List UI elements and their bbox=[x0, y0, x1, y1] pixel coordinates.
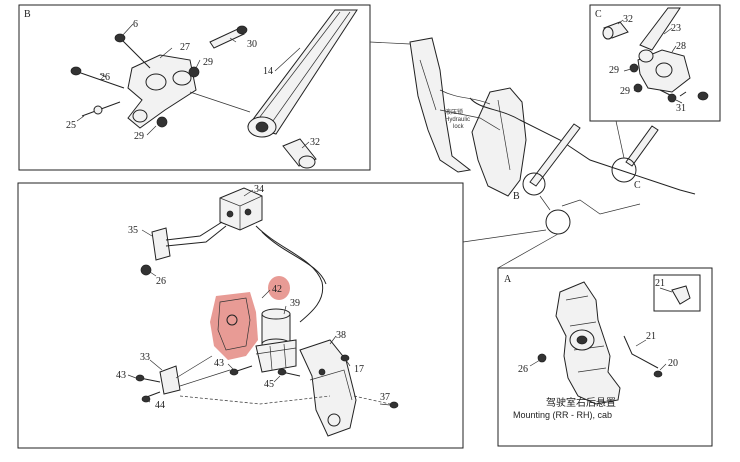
panel-b-label: B bbox=[24, 9, 31, 20]
hydraulic-lock-en2: lock bbox=[453, 124, 465, 130]
leader-to-panel-b bbox=[369, 41, 411, 45]
main-detail-panel bbox=[17, 182, 464, 449]
callout-a-20: 20 bbox=[668, 358, 678, 369]
callout-43: 43 bbox=[116, 370, 126, 381]
callout-b-26: 26 bbox=[100, 72, 110, 83]
callout-a-21: 21 bbox=[646, 331, 656, 342]
caption-en: Mounting (RR - RH), cab bbox=[513, 410, 612, 420]
callout-c-28: 28 bbox=[676, 41, 686, 52]
callout-b-25: 25 bbox=[66, 120, 76, 131]
callout-35: 35 bbox=[128, 225, 138, 236]
callout-43b: 43 bbox=[214, 358, 224, 369]
callout-26: 26 bbox=[156, 276, 166, 287]
callout-b-6: 6 bbox=[133, 19, 138, 30]
overview-assembly: B C 液压锁 Hydraulic lock bbox=[409, 37, 696, 235]
callout-c-29: 29 bbox=[609, 65, 619, 76]
highlight-component bbox=[210, 292, 258, 360]
callout-c-32: 32 bbox=[623, 14, 633, 25]
caption-cn: 驾驶室右后悬置 bbox=[546, 396, 616, 409]
overview-marker-c: C bbox=[634, 180, 641, 191]
leader-to-panel-c bbox=[615, 120, 625, 159]
hydraulic-lock-en1: Hydraulic bbox=[445, 117, 470, 123]
detail-panel-b: B bbox=[18, 4, 371, 171]
leader-to-panel-a bbox=[497, 233, 559, 269]
callout-b-29b: 29 bbox=[134, 131, 144, 142]
detail-panel-c: C bbox=[589, 4, 721, 122]
callout-34: 34 bbox=[254, 184, 264, 195]
overview-marker-b: B bbox=[513, 191, 520, 202]
callout-37: 37 bbox=[380, 392, 390, 403]
panel-a-label: A bbox=[504, 274, 512, 285]
callout-44: 44 bbox=[155, 400, 165, 411]
callout-a-26: 26 bbox=[518, 364, 528, 375]
callout-b-14: 14 bbox=[263, 66, 273, 77]
highlight-42 bbox=[268, 276, 290, 300]
callout-b-27: 27 bbox=[180, 42, 190, 53]
callout-b-32: 32 bbox=[310, 137, 320, 148]
callout-17: 17 bbox=[354, 364, 364, 375]
hydraulic-lock-cn: 液压锁 bbox=[445, 108, 463, 116]
callout-c-29b: 29 bbox=[620, 86, 630, 97]
callout-c-23: 23 bbox=[671, 23, 681, 34]
callout-b-29: 29 bbox=[203, 57, 213, 68]
callout-a-21-inset: 21 bbox=[655, 278, 665, 289]
callout-39: 39 bbox=[290, 298, 300, 309]
callout-42: 42 bbox=[272, 284, 282, 295]
callout-c-31: 31 bbox=[676, 103, 686, 114]
callout-38: 38 bbox=[336, 330, 346, 341]
callout-45: 45 bbox=[264, 379, 274, 390]
callout-33: 33 bbox=[140, 352, 150, 363]
detail-panel-a: A bbox=[497, 267, 713, 447]
panel-c-label: C bbox=[595, 9, 602, 20]
callout-b-30: 30 bbox=[247, 39, 257, 50]
